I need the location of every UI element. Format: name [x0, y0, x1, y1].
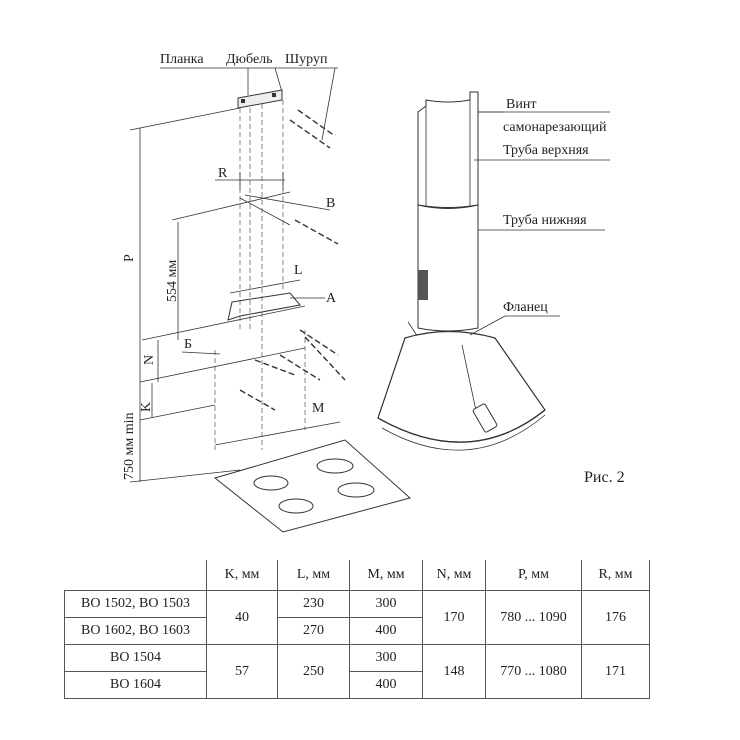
label-N: N — [142, 355, 157, 365]
label-A: A — [326, 291, 337, 306]
header-cell: K, мм — [206, 560, 278, 591]
k-cell: 57 — [206, 644, 278, 699]
table-row: BO 1504 57 250 300 148 770 ... 1080 171 — [64, 644, 650, 699]
header-cell — [65, 560, 207, 591]
label-R: R — [218, 166, 228, 181]
label-L: L — [294, 263, 303, 278]
table-header-row: K, мм L, мм M, мм N, мм P, мм R, мм — [65, 560, 650, 591]
label-B: B — [326, 196, 335, 211]
label-vint-2: самонарезающий — [503, 120, 607, 135]
hood-canopy — [377, 330, 546, 451]
label-554: 554 мм — [165, 260, 180, 302]
n-cell: 170 — [422, 590, 486, 645]
label-Б: Б — [184, 337, 192, 352]
model-cell: BO 1602, BO 1603 — [64, 617, 207, 645]
p-cell: 780 ... 1090 — [485, 590, 582, 645]
header-cell: R, мм — [581, 560, 650, 591]
mounting-bar — [237, 89, 283, 109]
header-cell: M, мм — [349, 560, 423, 591]
label-planka: Планка — [160, 52, 204, 67]
table-row: BO 1604 400 — [64, 671, 650, 699]
hood-upper-pipe — [417, 91, 479, 210]
table-row: BO 1502, BO 1503 40 230 300 170 780 ... … — [64, 590, 650, 645]
k-cell: 40 — [206, 590, 278, 645]
label-vint-1: Винт — [506, 97, 536, 112]
label-truba-nizh: Труба нижняя — [503, 213, 587, 228]
label-K: K — [139, 402, 154, 412]
r-cell: 171 — [581, 644, 650, 699]
label-shurup: Шуруп — [285, 52, 328, 67]
l-cell: 250 — [277, 644, 350, 699]
hood-lower-pipe — [417, 204, 479, 332]
model-cell: BO 1504 — [64, 644, 207, 672]
label-dubel: Дюбель — [226, 52, 273, 67]
screws — [239, 109, 346, 411]
p-cell: 770 ... 1080 — [485, 644, 582, 699]
spec-table: K, мм L, мм M, мм N, мм P, мм R, мм BO 1… — [64, 560, 650, 699]
n-cell: 148 — [422, 644, 486, 699]
header-cell: L, мм — [277, 560, 350, 591]
header-cell: P, мм — [485, 560, 582, 591]
m-cell: 300 — [349, 644, 423, 672]
m-cell: 300 — [349, 590, 423, 618]
label-flanets: Фланец — [503, 300, 548, 315]
m-cell: 400 — [349, 671, 423, 699]
header-cell: N, мм — [422, 560, 486, 591]
model-cell: BO 1604 — [64, 671, 207, 699]
label-truba-verh: Труба верхняя — [503, 143, 589, 158]
cooktop — [213, 439, 412, 533]
model-cell: BO 1502, BO 1503 — [64, 590, 207, 618]
m-cell: 400 — [349, 617, 423, 645]
figure-caption: Рис. 2 — [584, 469, 625, 486]
r-cell: 176 — [581, 590, 650, 645]
label-750: 750 мм min — [122, 413, 137, 481]
l-cell: 270 — [277, 617, 350, 645]
installation-diagram: Планка Дюбель Шуруп P R B 554 мм — [122, 52, 610, 533]
l-cell: 230 — [277, 590, 350, 618]
label-M: M — [312, 401, 325, 416]
label-P: P — [122, 254, 137, 262]
